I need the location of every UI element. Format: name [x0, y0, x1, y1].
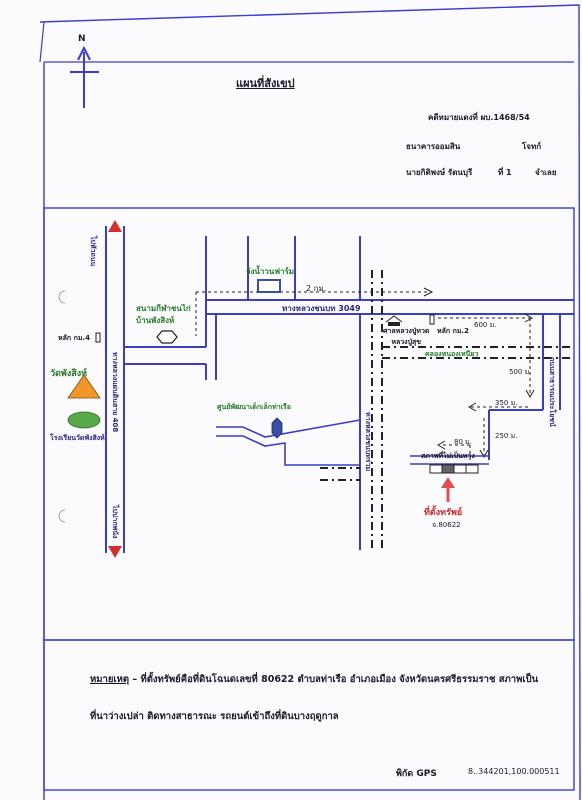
case-number: คดีหมายแดงที่ ผบ.1468/54: [428, 113, 530, 122]
km2-post: [429, 314, 435, 325]
road-right-v-label: ทางหลวงชนบทร่วม: [364, 412, 372, 472]
highway-408: [105, 226, 125, 553]
note-label: หมายเหตุ: [90, 674, 130, 685]
dist-2km-arrow: [195, 287, 434, 336]
property-label: ที่ตั้งทรัพย์: [424, 508, 463, 518]
stadium-marker: [156, 330, 178, 344]
arrow-north-red: [108, 220, 122, 232]
defendant: นายกิติพงษ์ รัตนบุรี: [406, 168, 473, 177]
to-north-label: ไปหัวถนน: [89, 236, 97, 267]
road-3049-label: ทางหลวงชนบท 3049: [282, 304, 361, 313]
plaintiff: ธนาคารออมสิน: [406, 142, 461, 151]
stadium-label: สนามกีฬาชนไก่ บ้านพังสิงห์: [136, 304, 191, 325]
shrine-label-line2: หลวงปู่สุข: [391, 338, 422, 346]
dist-80-label: 80 ม.: [454, 438, 472, 446]
note-line-1: หมายเหตุ – ที่ตั้งทรัพย์คือที่ดินโฉนดเลข…: [90, 672, 538, 687]
gps-value: 8..344201,100.000511: [468, 767, 560, 776]
binder-hole-2: [58, 509, 66, 523]
small-road-label: สภาพที่ไม่เป็นทาง: [421, 452, 475, 460]
north-label: N: [78, 34, 86, 44]
canal-label: คลองหนองเหนียว: [425, 350, 479, 358]
north-arrow: [70, 45, 99, 108]
dist-500-label: 500 ม.: [509, 368, 532, 376]
page-frame-corner: [39, 21, 45, 63]
binder-hole-1: [58, 290, 66, 304]
property-arrow: [441, 477, 455, 502]
resort-marker: [257, 279, 281, 293]
school-label: โรงเรียนวัดพังสิงห์: [50, 434, 105, 442]
property-plots: [429, 464, 479, 474]
canal-line: [382, 346, 574, 359]
highway-408-label: ทางหลวงแผ่นดินสาย 408: [111, 352, 119, 433]
shrine-label-line1: ศาลหลวงปู่ทวด: [383, 327, 430, 335]
footer-frame: [43, 639, 575, 791]
small-road: [410, 455, 489, 465]
shrine-label: ศาลหลวงปู่ทวด หลวงปู่สุข: [383, 326, 429, 348]
dist-350-arrow: [467, 402, 528, 412]
page-title: แผนที่สังเขป: [236, 77, 295, 90]
property-deed: จ.80622: [432, 521, 461, 529]
dist-350-label: 350 ม.: [495, 399, 518, 407]
school-marker: [67, 411, 101, 429]
km4-label: หลัก กม.4: [58, 334, 90, 342]
road-childcare-b: [216, 435, 360, 466]
road-far-right-label: ถนนสาธารณประโยชน์: [548, 357, 556, 427]
defendant-role: จำเลย: [535, 168, 557, 177]
arrow-south-red: [108, 546, 122, 558]
to-south-label: ไปปากพนัง: [111, 505, 119, 539]
road-3049: [206, 299, 574, 315]
dist-80-arrow: [436, 440, 471, 465]
dist-250-label: 250 ม.: [495, 432, 518, 440]
shrine-marker: [385, 315, 403, 326]
temple-label: วัดพังสิงห์: [50, 369, 88, 379]
road-rural-dashdot: [371, 270, 383, 550]
plaintiff-role: โจทก์: [522, 142, 542, 151]
dist-600-arrow: [438, 313, 535, 399]
note-text-1: – ที่ตั้งทรัพย์คือที่ดินโฉนดเลขที่ 80622…: [132, 674, 539, 685]
dist-600-label: 600 ม.: [474, 321, 497, 329]
childcare-marker: [271, 417, 283, 439]
km2-label: หลัก กม.2: [437, 327, 469, 335]
road-childcare: [216, 419, 361, 438]
dist-2km-label: 2 กม.: [306, 284, 327, 293]
resort-label: วังน้ำวนฟาร์ม: [246, 267, 295, 276]
temple-marker: [67, 374, 101, 399]
page-frame-top: [39, 4, 581, 800]
km4-post: [95, 332, 101, 343]
dist-250-arrow: [479, 418, 489, 459]
defendant-no: ที่ 1: [498, 168, 512, 177]
road-408-link: [124, 236, 207, 380]
note-line-2: ที่นาว่างเปล่า ติดทางสาธารณะ รถยนต์เข้าถ…: [90, 711, 339, 722]
gps-label: พิกัด GPS: [396, 769, 437, 779]
childcare-label: ศูนย์พัฒนาเด็กเล็กท่าเรือ: [217, 403, 291, 411]
